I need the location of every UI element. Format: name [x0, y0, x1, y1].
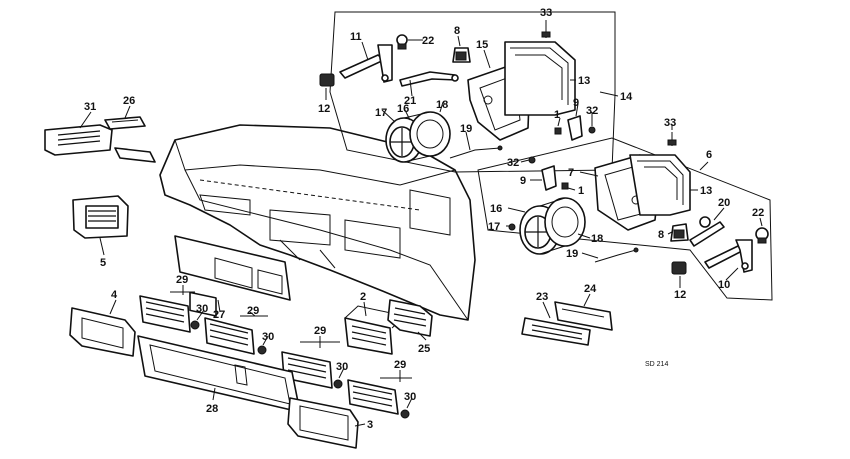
callout-30-b: 30 [262, 331, 274, 343]
callout-13-upper: 13 [578, 75, 590, 87]
part-20-rod [689, 216, 725, 247]
callout-13-lower: 13 [700, 185, 712, 197]
part-10-lever [704, 239, 753, 273]
part-9-bracket-lower [541, 165, 557, 191]
part-29-louver-a [139, 295, 191, 333]
part-23-grille [521, 317, 591, 346]
callout-16-upper: 16 [397, 103, 409, 115]
callout-8-upper: 8 [454, 25, 460, 37]
callout-15: 15 [476, 39, 488, 51]
dashboard-panel [159, 124, 476, 321]
part-27-center-bezel [174, 235, 291, 317]
callout-9-lower: 9 [520, 175, 526, 187]
callout-1-lower: 1 [578, 185, 584, 197]
part-13-frames-lower [629, 154, 691, 216]
part-30-knob-b [257, 345, 267, 355]
part-12-clip-lower [671, 261, 687, 275]
callout-1-upper: 1 [554, 109, 560, 121]
callout-31: 31 [84, 101, 96, 113]
callout-16-lower: 16 [490, 203, 502, 215]
callout-2: 2 [360, 291, 366, 303]
callout-23: 23 [536, 291, 548, 303]
callout-28: 28 [206, 403, 218, 415]
callout-11: 11 [350, 31, 362, 43]
callout-32-lower: 32 [507, 157, 519, 169]
part-29-louver-c [281, 351, 333, 389]
callout-8-lower: 8 [658, 229, 664, 241]
callout-33-lower: 33 [664, 117, 676, 129]
callout-21: 21 [404, 95, 416, 107]
callout-17-lower: 17 [488, 221, 500, 233]
callout-29-c: 29 [314, 325, 326, 337]
callout-30-a: 30 [196, 303, 208, 315]
part-8-knob-upper [452, 47, 471, 63]
part-33-screw-lower [667, 132, 677, 146]
part-30-knob-d [400, 409, 410, 419]
callout-12-lower: 12 [674, 289, 686, 301]
callout-32-upper: 32 [586, 105, 598, 117]
callout-30-c: 30 [336, 361, 348, 373]
callout-5: 5 [100, 257, 106, 269]
callout-14: 14 [620, 91, 633, 103]
callout-18-lower: 18 [591, 233, 603, 245]
callout-27: 27 [213, 309, 225, 321]
part-3-right-vent [287, 397, 359, 449]
part-21-rod [399, 71, 459, 87]
callout-12-upper: 12 [318, 103, 330, 115]
part-1-nut-lower [561, 182, 569, 190]
callout-18-upper: 18 [436, 99, 448, 111]
part-32-screw-lower [528, 156, 536, 164]
callout-19-upper: 19 [460, 123, 472, 135]
part-13-frames-upper [504, 41, 576, 116]
callout-29-b: 29 [247, 305, 259, 317]
part-29-louver-b [204, 317, 255, 355]
callout-33-upper: 33 [540, 7, 552, 19]
upper-assembly-14 [329, 11, 616, 173]
callout-29-d: 29 [394, 359, 406, 371]
callout-30-d: 30 [404, 391, 416, 403]
callouts: 11 22 8 15 33 13 14 21 12 17 16 18 19 1 … [84, 7, 764, 431]
part-4-left-vent [69, 307, 136, 357]
part-5-side-vent [72, 195, 129, 239]
callout-17-upper: 17 [375, 107, 387, 119]
part-1-nut-upper [554, 127, 562, 135]
callout-20: 20 [718, 197, 730, 209]
part-19-wire-upper [449, 145, 503, 159]
part-31-speaker-grille [44, 124, 156, 163]
part-28-lower-panel [137, 335, 301, 413]
part-16-vent-ring-lower [508, 197, 586, 255]
leader-lines [79, 20, 763, 427]
part-25-duct [387, 299, 433, 337]
callout-26: 26 [123, 95, 135, 107]
callout-29-a: 29 [176, 274, 188, 286]
callout-3: 3 [367, 419, 373, 431]
part-9-bracket-upper [567, 115, 583, 141]
part-32-screw-upper [588, 126, 596, 134]
part-12-clip-upper [319, 73, 335, 87]
callout-9-upper: 9 [573, 97, 579, 109]
callout-4: 4 [111, 289, 118, 301]
part-22-screw-lower [755, 227, 769, 244]
drawing-code: SD 214 [645, 361, 668, 368]
part-11-lever [339, 44, 393, 83]
callout-24: 24 [584, 283, 597, 295]
part-30-knob-c [333, 379, 343, 389]
callout-22-lower: 22 [752, 207, 764, 219]
callout-19-lower: 19 [566, 248, 578, 260]
callout-6: 6 [706, 149, 712, 161]
part-8-knob-lower [670, 223, 689, 242]
part-30-knob-a [190, 320, 200, 330]
callout-7: 7 [568, 167, 574, 179]
callout-25: 25 [418, 343, 430, 355]
part-26-cover [104, 116, 146, 130]
part-16-vent-ring-upper [385, 111, 451, 163]
callout-22-upper: 22 [422, 35, 434, 47]
part-19-wire-lower [594, 247, 639, 263]
part-24-cover [554, 301, 613, 331]
part-29-louver-d [347, 379, 399, 415]
callout-10: 10 [718, 279, 730, 291]
part-22-screw-upper [396, 34, 408, 50]
